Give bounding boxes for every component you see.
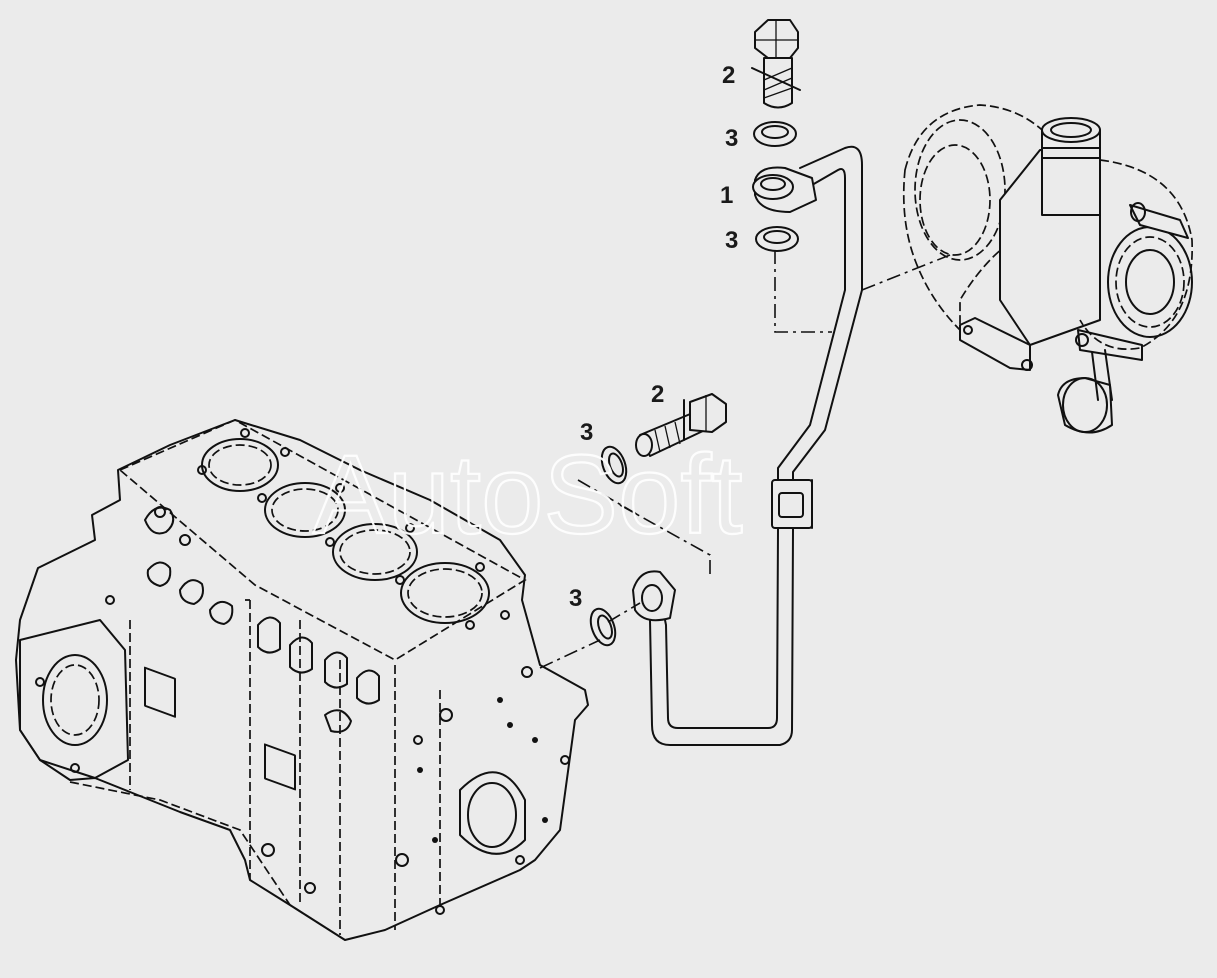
deck-bolt-holes: [154, 428, 510, 630]
washer-lower-2: [589, 607, 617, 647]
lower-window-2: [264, 743, 296, 791]
callout-label: 3: [580, 419, 593, 446]
pipe-inner: [660, 168, 846, 729]
callout-label: 3: [725, 125, 738, 152]
callout-label: 3: [569, 585, 582, 612]
washer-upper-1: [753, 121, 797, 147]
wastegate-canister-face: [1062, 377, 1108, 433]
compressor-inlet-mid: [1115, 236, 1185, 328]
turbocharger: [902, 104, 1193, 434]
banjo-bolt-upper: [751, 19, 801, 109]
crank-seal-inner: [50, 664, 100, 736]
mount-hole-left: [963, 325, 973, 335]
water-jacket: [144, 506, 380, 733]
rear-main-bore-inner: [467, 782, 517, 848]
turbine-outlet: [914, 119, 1006, 261]
watermark: AutoSoft: [313, 432, 743, 557]
cylinder-bore-inner-3: [339, 529, 411, 575]
cylinder-bore-inner-4: [407, 568, 483, 618]
flywheel-housing: [19, 619, 129, 779]
block-side-lines: [129, 599, 441, 935]
cylinder-bore-4: [400, 562, 490, 624]
wastegate-link-2: [1104, 349, 1113, 401]
compressor-housing: [1079, 159, 1193, 350]
mount-hole-right: [1021, 359, 1033, 371]
cylinder-bore-2: [264, 482, 346, 538]
block-bosses: [35, 595, 570, 915]
callout-label: 2: [722, 62, 735, 89]
pipe-clamp-inner: [778, 492, 804, 518]
assembly-centerlines: [539, 250, 951, 669]
cylinder-bore-inner-1: [208, 444, 272, 486]
wastegate-canister: [1057, 377, 1113, 434]
rear-main-bore: [459, 771, 526, 855]
engine-deck: [118, 419, 527, 661]
engine-block: [15, 419, 589, 941]
compressor-inlet-inner: [1125, 249, 1175, 315]
wastegate-pivot: [1075, 333, 1089, 347]
banjo-fitting-upper: [752, 166, 817, 213]
callout-label: 1: [720, 182, 733, 209]
banjo-fitting-lower: [632, 570, 676, 622]
oil-return-pipe: [644, 145, 863, 746]
callout-label: 3: [725, 227, 738, 254]
oil-outlet-top: [1041, 117, 1101, 143]
wastegate-link: [1091, 351, 1099, 401]
compressor-inlet: [1107, 226, 1193, 338]
crank-seal-bore: [42, 654, 108, 746]
washer-upper-2: [755, 226, 799, 252]
washer-lower-1: [600, 445, 628, 485]
engine-block-outline: [15, 419, 589, 941]
turbine-outlet-inner: [919, 144, 991, 256]
callout-label: 2: [651, 381, 664, 408]
pipe-outer: [644, 145, 863, 746]
lower-window-1: [144, 666, 176, 718]
cylinder-bore-3: [332, 523, 418, 581]
oil-pan-flange: [69, 781, 346, 941]
banjo-bolt-lower: [635, 393, 727, 457]
turbine-housing: [902, 104, 1061, 333]
oil-inlet-fitting-end: [1130, 202, 1146, 222]
cylinder-bore-inner-2: [271, 488, 339, 532]
wastegate-rod: [1077, 329, 1143, 361]
oil-outlet-bore: [1050, 122, 1092, 138]
